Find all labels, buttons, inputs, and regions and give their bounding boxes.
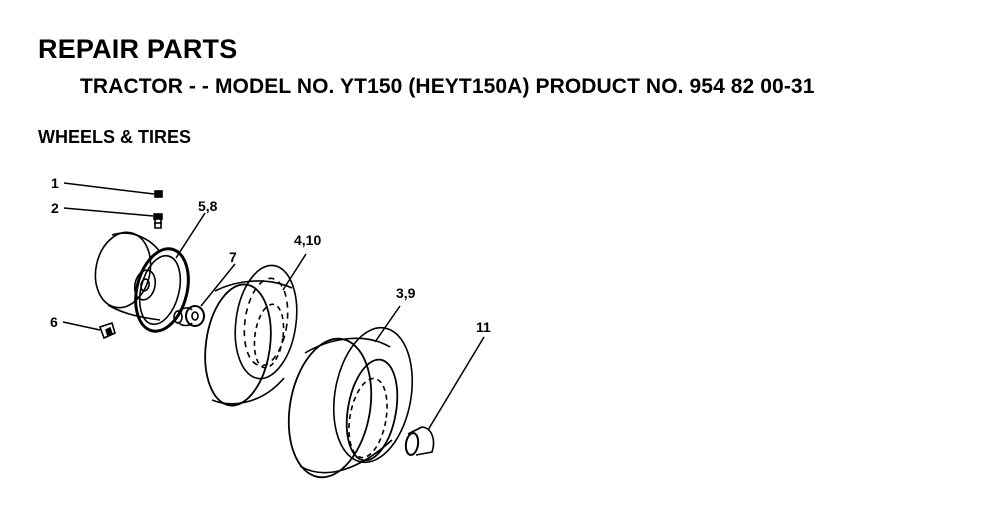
bushing-washer-part <box>173 305 205 327</box>
callout-1: 1 <box>51 175 59 191</box>
model-subtitle: TRACTOR - - MODEL NO. YT150 (HEYT150A) P… <box>80 75 815 98</box>
leader-lines <box>62 182 485 431</box>
valve-stem-part <box>153 213 163 229</box>
callout-3-9: 3,9 <box>396 285 416 301</box>
wheel-rim-part <box>94 231 190 333</box>
valve-cap-part <box>154 190 163 198</box>
callout-6: 6 <box>50 314 58 330</box>
callout-2: 2 <box>51 200 59 216</box>
page-title: REPAIR PARTS <box>38 34 238 64</box>
section-title: WHEELS & TIRES <box>38 127 192 147</box>
callout-7: 7 <box>229 249 237 265</box>
hub-bushing-part <box>404 426 435 456</box>
callout-11: 11 <box>476 319 491 335</box>
callout-5-8: 5,8 <box>198 198 218 214</box>
rear-tire-part <box>287 326 414 479</box>
front-tire-part <box>204 264 298 407</box>
bolt-part <box>98 321 116 340</box>
callout-4-10: 4,10 <box>294 232 321 248</box>
